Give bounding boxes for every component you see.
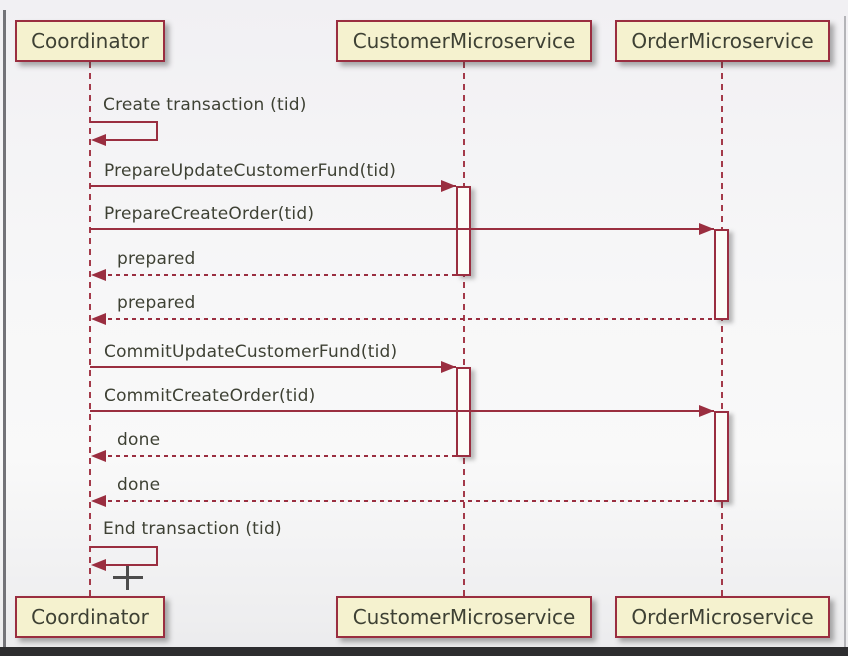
message-line — [100, 564, 158, 566]
arrowhead-left-icon — [91, 559, 106, 571]
activation-order-prepare — [714, 229, 729, 320]
participant-coordinator-bottom: Coordinator — [15, 596, 165, 638]
message-label: done — [117, 475, 161, 495]
arrowhead-right-icon — [699, 405, 714, 417]
message-line — [100, 139, 158, 141]
arrowhead-left-icon — [91, 450, 106, 462]
arrowhead-right-icon — [441, 361, 456, 373]
message-line — [90, 366, 456, 368]
window-bottom-bar — [0, 647, 848, 656]
message-label: End transaction (tid) — [103, 519, 282, 539]
participant-label: OrderMicroservice — [631, 605, 814, 629]
participant-label: CustomerMicroservice — [352, 605, 576, 629]
arrowhead-left-icon — [91, 134, 106, 146]
lifeline-order-microservice — [721, 62, 723, 596]
lifeline-coordinator — [89, 62, 91, 596]
participant-label: CustomerMicroservice — [352, 29, 576, 53]
message-line-dashed — [100, 500, 714, 502]
message-label: PrepareCreateOrder(tid) — [104, 204, 315, 224]
participant-order-microservice-bottom: OrderMicroservice — [615, 596, 830, 638]
message-label: done — [117, 430, 161, 450]
message-line — [90, 546, 158, 548]
message-line — [156, 121, 158, 141]
arrowhead-left-icon — [91, 495, 106, 507]
message-line-dashed — [100, 455, 456, 457]
activation-customer-prepare — [456, 186, 471, 276]
message-line — [90, 410, 714, 412]
message-label: CommitUpdateCustomerFund(tid) — [104, 342, 398, 362]
participant-label: Coordinator — [31, 605, 149, 629]
window-edge-right — [844, 16, 846, 647]
message-line-dashed — [100, 318, 714, 320]
message-line-dashed — [100, 274, 456, 276]
arrowhead-left-icon — [91, 269, 106, 281]
participant-label: OrderMicroservice — [631, 29, 814, 53]
participant-customer-microservice-top: CustomerMicroservice — [336, 20, 592, 62]
crosshair-vertical — [126, 566, 129, 590]
message-line — [90, 121, 158, 123]
message-line — [156, 546, 158, 566]
message-label: Create transaction (tid) — [103, 95, 307, 115]
window-edge-left — [3, 10, 6, 647]
participant-coordinator-top: Coordinator — [15, 20, 165, 62]
lifeline-customer-microservice — [463, 62, 465, 596]
message-line — [90, 185, 456, 187]
arrowhead-right-icon — [699, 223, 714, 235]
activation-order-commit — [714, 411, 729, 502]
message-label: prepared — [117, 249, 196, 269]
participant-label: Coordinator — [31, 29, 149, 53]
arrowhead-right-icon — [441, 180, 456, 192]
message-label: PrepareUpdateCustomerFund(tid) — [104, 161, 397, 181]
message-line — [90, 228, 714, 230]
participant-order-microservice-top: OrderMicroservice — [615, 20, 830, 62]
participant-customer-microservice-bottom: CustomerMicroservice — [336, 596, 592, 638]
message-label: prepared — [117, 293, 196, 313]
arrowhead-left-icon — [91, 313, 106, 325]
activation-customer-commit — [456, 367, 471, 457]
message-label: CommitCreateOrder(tid) — [104, 386, 316, 406]
